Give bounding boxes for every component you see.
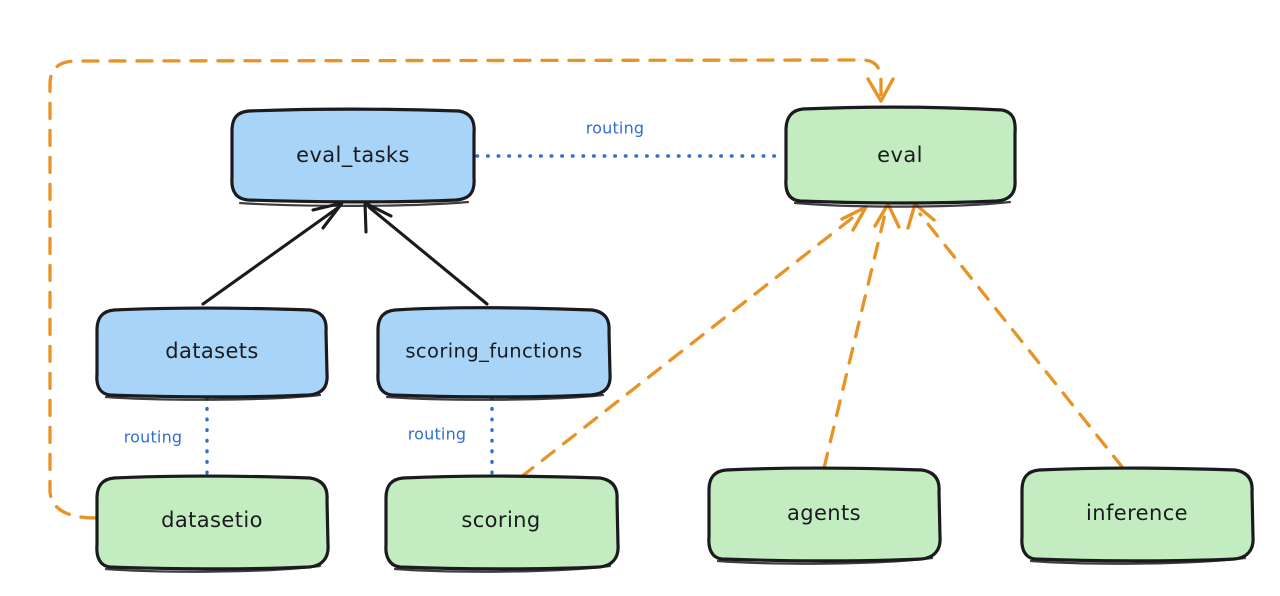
node-inference[interactable]: inference [1020, 466, 1255, 565]
node-label-datasetio: datasetio [161, 508, 263, 532]
node-datasetio[interactable]: datasetio [95, 474, 330, 573]
node-label-agents: agents [787, 501, 861, 525]
edge-label-routing-scoring-functions: routing [408, 425, 467, 444]
node-label-datasets: datasets [165, 339, 259, 363]
edge-label-routing-eval-tasks: routing [586, 119, 645, 138]
node-scoring[interactable]: scoring [384, 474, 620, 573]
edge-agents-eval [822, 202, 901, 470]
edge-datasets-eval_tasks [201, 201, 344, 306]
node-eval_tasks[interactable]: eval_tasks [230, 107, 476, 207]
node-label-inference: inference [1086, 501, 1188, 525]
edge-label-routing-datasets: routing [124, 428, 183, 447]
edge-scoring_functions-eval_tasks [363, 201, 489, 306]
node-label-scoring_functions: scoring_functions [405, 340, 582, 363]
node-agents[interactable]: agents [707, 466, 942, 565]
node-scoring_functions[interactable]: scoring_functions [376, 306, 612, 401]
node-datasets[interactable]: datasets [95, 306, 329, 401]
edge-inference-eval [906, 202, 1125, 470]
node-label-eval_tasks: eval_tasks [296, 143, 410, 168]
node-label-scoring: scoring [461, 508, 540, 532]
edge-datasetio-eval [48, 58, 895, 520]
node-label-eval: eval [877, 143, 923, 167]
edge-layer [48, 58, 1125, 520]
node-eval[interactable]: eval [784, 105, 1017, 208]
edge-label-layer: routing routing routing [124, 119, 645, 447]
